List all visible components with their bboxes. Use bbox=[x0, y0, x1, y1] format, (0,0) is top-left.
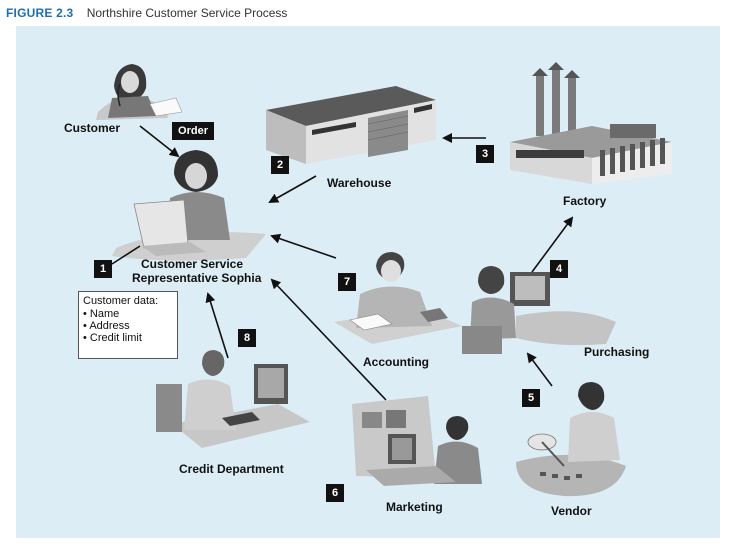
step-2-badge: 2 bbox=[271, 156, 289, 174]
vendor-illustration bbox=[516, 382, 626, 497]
customer-data-item: Address bbox=[83, 320, 173, 332]
credit-department-label: Credit Department bbox=[179, 462, 284, 476]
accounting-label: Accounting bbox=[363, 355, 429, 369]
step-3-badge: 3 bbox=[476, 145, 494, 163]
diagram-panel: Customer Order Customer Service Represen… bbox=[16, 26, 720, 538]
purchasing-label: Purchasing bbox=[584, 345, 650, 359]
customer-data-item: Credit limit bbox=[83, 332, 173, 344]
figure-caption: FIGURE 2.3 Northshire Customer Service P… bbox=[6, 6, 287, 20]
csr-illustration bbox=[112, 150, 266, 261]
flow-arrows bbox=[111, 125, 574, 401]
accounting-illustration bbox=[334, 252, 462, 344]
arrow-credit-to-csr bbox=[205, 292, 229, 359]
step-1-badge: 1 bbox=[94, 260, 112, 278]
purchasing-illustration bbox=[462, 266, 616, 354]
customer-data-item: Name bbox=[83, 308, 173, 320]
warehouse-illustration bbox=[266, 86, 436, 164]
arrow-marketing-to-csr bbox=[270, 278, 387, 401]
diagram-artwork bbox=[96, 62, 672, 497]
marketing-illustration bbox=[352, 396, 482, 486]
customer-label: Customer bbox=[64, 121, 121, 135]
arrow-warehouse-to-csr bbox=[268, 175, 317, 203]
arrow-vendor-to-purchasing bbox=[526, 352, 553, 387]
customer-data-title: Customer data: bbox=[83, 295, 159, 307]
arrow-customer-to-csr bbox=[139, 125, 180, 158]
customer-data-box: Customer data: Name Address Credit limit bbox=[78, 291, 178, 359]
arrow-purchasing-to-factory bbox=[531, 216, 574, 273]
step-5-badge: 5 bbox=[522, 389, 540, 407]
csr-label-line1: Customer Service bbox=[140, 257, 244, 271]
step-8-badge: 8 bbox=[238, 329, 256, 347]
order-badge: Order bbox=[172, 122, 214, 140]
marketing-label: Marketing bbox=[386, 500, 443, 514]
csr-label-line2: Representative Sophia bbox=[132, 271, 262, 285]
factory-illustration bbox=[510, 62, 672, 184]
factory-label: Factory bbox=[563, 194, 607, 208]
arrow-accounting-to-csr bbox=[270, 233, 337, 259]
arrow-step1-to-csr bbox=[111, 245, 141, 265]
vendor-label: Vendor bbox=[551, 504, 592, 518]
step-4-badge: 4 bbox=[550, 260, 568, 278]
csr-label: Customer Service Representative Sophia bbox=[132, 257, 261, 285]
customer-illustration bbox=[96, 64, 183, 120]
figure-title: Northshire Customer Service Process bbox=[86, 6, 288, 20]
figure-number: FIGURE 2.3 bbox=[6, 6, 74, 20]
credit-department-illustration bbox=[156, 350, 310, 448]
warehouse-label: Warehouse bbox=[327, 176, 392, 190]
step-6-badge: 6 bbox=[326, 484, 344, 502]
step-7-badge: 7 bbox=[338, 273, 356, 291]
